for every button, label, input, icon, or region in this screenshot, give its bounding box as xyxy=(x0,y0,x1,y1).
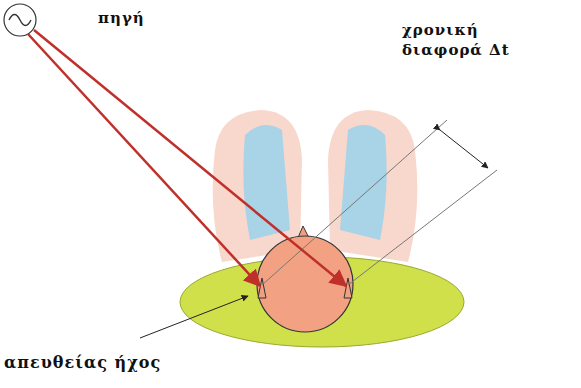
sine-wave xyxy=(9,15,31,26)
source-label: πηγή xyxy=(98,8,145,28)
head xyxy=(257,236,353,332)
guide-line xyxy=(262,120,447,285)
sound-ray xyxy=(34,30,346,286)
left-ear xyxy=(258,278,266,298)
guide-line xyxy=(348,170,497,285)
direct-sound-label: απευθείας ήχος xyxy=(4,352,161,374)
time-difference-label: χρονική διαφορά Δt xyxy=(402,20,532,61)
source-symbol xyxy=(4,4,36,36)
sound-ray xyxy=(28,34,260,286)
dimension-arrow xyxy=(440,130,488,168)
blue-shape xyxy=(340,125,387,240)
right-ear xyxy=(344,278,352,298)
blue-shape xyxy=(243,125,290,240)
leader-line xyxy=(140,296,248,338)
